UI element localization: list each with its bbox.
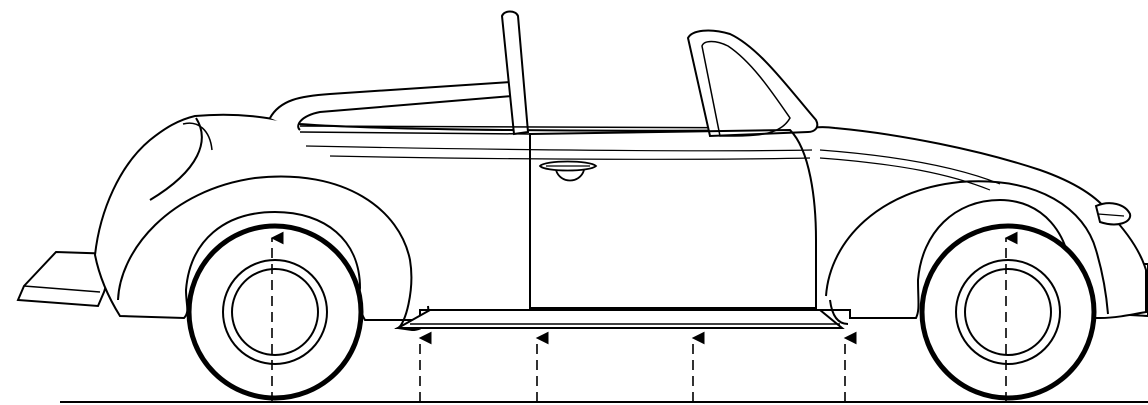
rear-wheel xyxy=(186,223,364,401)
door-handle-icon xyxy=(538,160,598,182)
measurement-arrows xyxy=(270,231,1018,402)
door xyxy=(529,128,817,310)
car-body xyxy=(93,113,1147,332)
windshield xyxy=(686,29,819,138)
front-wheel xyxy=(919,223,1097,401)
